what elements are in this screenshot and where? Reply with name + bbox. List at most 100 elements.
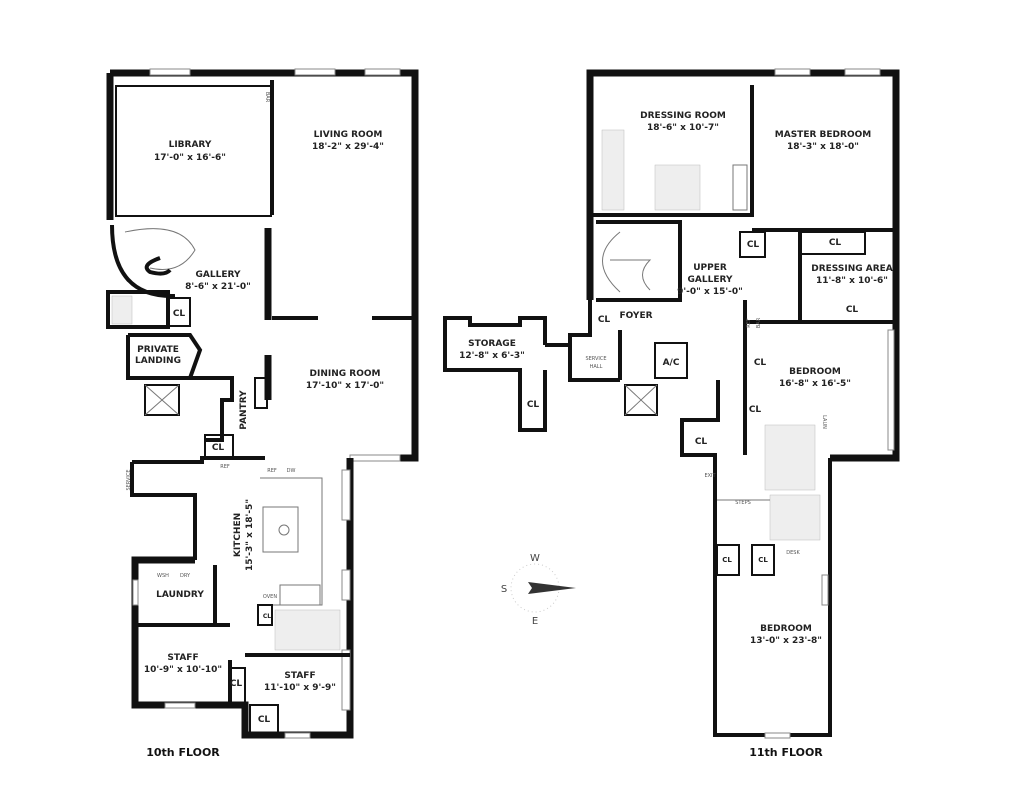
stair-treads <box>602 231 652 293</box>
window <box>284 732 311 739</box>
window <box>887 329 895 451</box>
closet-label: CL <box>263 613 271 620</box>
eleventh-floor-plan: DRESSING ROOM 18'-6" x 10'-7" MASTER BED… <box>443 68 900 759</box>
spiral-stair <box>124 228 196 270</box>
master-bedroom-dims: 18'-3" x 18'-0" <box>787 142 859 152</box>
bath-floor <box>764 424 816 491</box>
dressing-area-dims: 11'-8" x 10'-6" <box>816 276 888 286</box>
closet-walls <box>751 544 775 576</box>
closet-label: CL <box>722 556 732 564</box>
compass-w: W <box>530 553 540 564</box>
closet-label: CL <box>230 679 243 689</box>
bedroom-1-dims: 16'-8" x 16'-5" <box>779 379 851 389</box>
service-corridor-wall <box>130 462 197 560</box>
window <box>764 732 791 739</box>
ref-label: REF <box>267 468 277 474</box>
library-dims: 17'-0" x 16'-6" <box>154 153 226 163</box>
closet-label: CL <box>758 556 768 564</box>
pantry-label: PANTRY <box>239 390 249 430</box>
window <box>844 68 881 76</box>
closet-label: CL <box>754 358 767 368</box>
closet-walls <box>739 231 766 258</box>
closet-walls <box>167 297 191 327</box>
bedroom-wing-walls <box>680 380 832 737</box>
staff-2-dims: 11'-10" x 9'-9" <box>264 683 336 693</box>
dressing-room-dims: 18'-6" x 10'-7" <box>647 123 719 133</box>
kitchen-island <box>262 506 299 553</box>
closet-label: CL <box>258 715 271 725</box>
stair-wall <box>110 224 176 299</box>
window <box>164 702 196 709</box>
dining-room-dims: 17'-10" x 17'-0" <box>306 381 384 391</box>
closet-label: CL <box>173 309 186 319</box>
staff-bath <box>274 609 341 651</box>
dressing-room-label: DRESSING ROOM <box>640 111 726 121</box>
closet-label: CL <box>749 405 762 415</box>
exit-label: EXIT <box>704 473 716 479</box>
kitchen-dims: 15'-3" x 18'-5" <box>245 499 255 571</box>
gallery-label: GALLERY <box>196 270 241 280</box>
service-hall-label: SERVICE <box>585 356 606 362</box>
oven-label: OVEN <box>263 594 277 600</box>
private-landing-label: LANDING <box>135 356 181 366</box>
storage-walls <box>443 316 547 432</box>
closet-label: CL <box>747 240 760 250</box>
closet-label: CL <box>695 437 708 447</box>
upper-gallery-label: UPPER <box>693 263 727 273</box>
window <box>341 569 351 601</box>
window <box>341 469 351 521</box>
closet-label: CL <box>212 443 225 453</box>
elevator-cross <box>624 384 658 416</box>
closet-walls <box>204 434 234 458</box>
bath-floor <box>654 164 701 211</box>
dining-room-label: DINING ROOM <box>310 369 381 379</box>
window <box>821 574 829 606</box>
staff-2-label: STAFF <box>284 671 315 681</box>
tenth-floor-plan: LIBRARY 17'-0" x 16'-6" LIVING ROOM 18'-… <box>106 68 419 759</box>
ac-room-walls <box>654 342 688 379</box>
service-corridor-wall <box>132 456 265 464</box>
closet-walls <box>716 544 740 576</box>
library-walls <box>115 85 272 217</box>
stair-rail <box>144 256 172 276</box>
dressing-area-label: DRESSING AREA <box>811 264 893 274</box>
closet-label: CL <box>846 305 859 315</box>
pantry-wall <box>190 376 234 442</box>
laundry-label: LAUN <box>821 415 827 429</box>
foyer-wall <box>568 300 620 382</box>
closet-label: CL <box>829 238 842 248</box>
service-hall-label: HALL <box>590 364 603 370</box>
library-label: LIBRARY <box>169 140 212 150</box>
master-bedroom-label: MASTER BEDROOM <box>775 130 871 140</box>
compass-s: S <box>501 584 507 595</box>
window <box>294 68 336 76</box>
living-room-dims: 18'-2" x 29'-4" <box>312 142 384 152</box>
desk-label: DESK <box>786 550 800 556</box>
eleventh-outer-wall <box>586 69 900 462</box>
closet-label: CL <box>598 315 611 325</box>
elevator-cross <box>144 384 180 416</box>
storage-dims: 12'-8" x 6'-3" <box>459 351 525 361</box>
eleventh-floor-label: 11th FLOOR <box>749 746 823 759</box>
bedroom-2-label: BEDROOM <box>760 624 812 634</box>
private-landing-walls <box>126 333 203 380</box>
staff-1-dims: 10'-9" x 10'-10" <box>144 665 222 675</box>
elevator <box>144 384 180 416</box>
foyer-label: FOYER <box>619 311 652 321</box>
bar-label: BAR <box>756 317 762 328</box>
ref-label: REF <box>220 464 230 470</box>
upper-gallery-label: GALLERY <box>688 275 733 285</box>
closet-walls <box>249 704 279 734</box>
dressing-room-wall <box>593 85 754 217</box>
closet-walls <box>229 667 246 705</box>
compass: W S E <box>501 553 576 627</box>
closet-label: CL <box>527 400 540 410</box>
pantry-sink <box>254 377 268 409</box>
powder-room-floor <box>111 295 133 325</box>
bath-floor <box>601 129 625 211</box>
upper-gallery-dims: 9'-0" x 15'-0" <box>677 287 743 297</box>
private-landing-label: PRIVATE <box>137 345 179 355</box>
window <box>349 454 401 462</box>
cooktop <box>279 584 321 606</box>
